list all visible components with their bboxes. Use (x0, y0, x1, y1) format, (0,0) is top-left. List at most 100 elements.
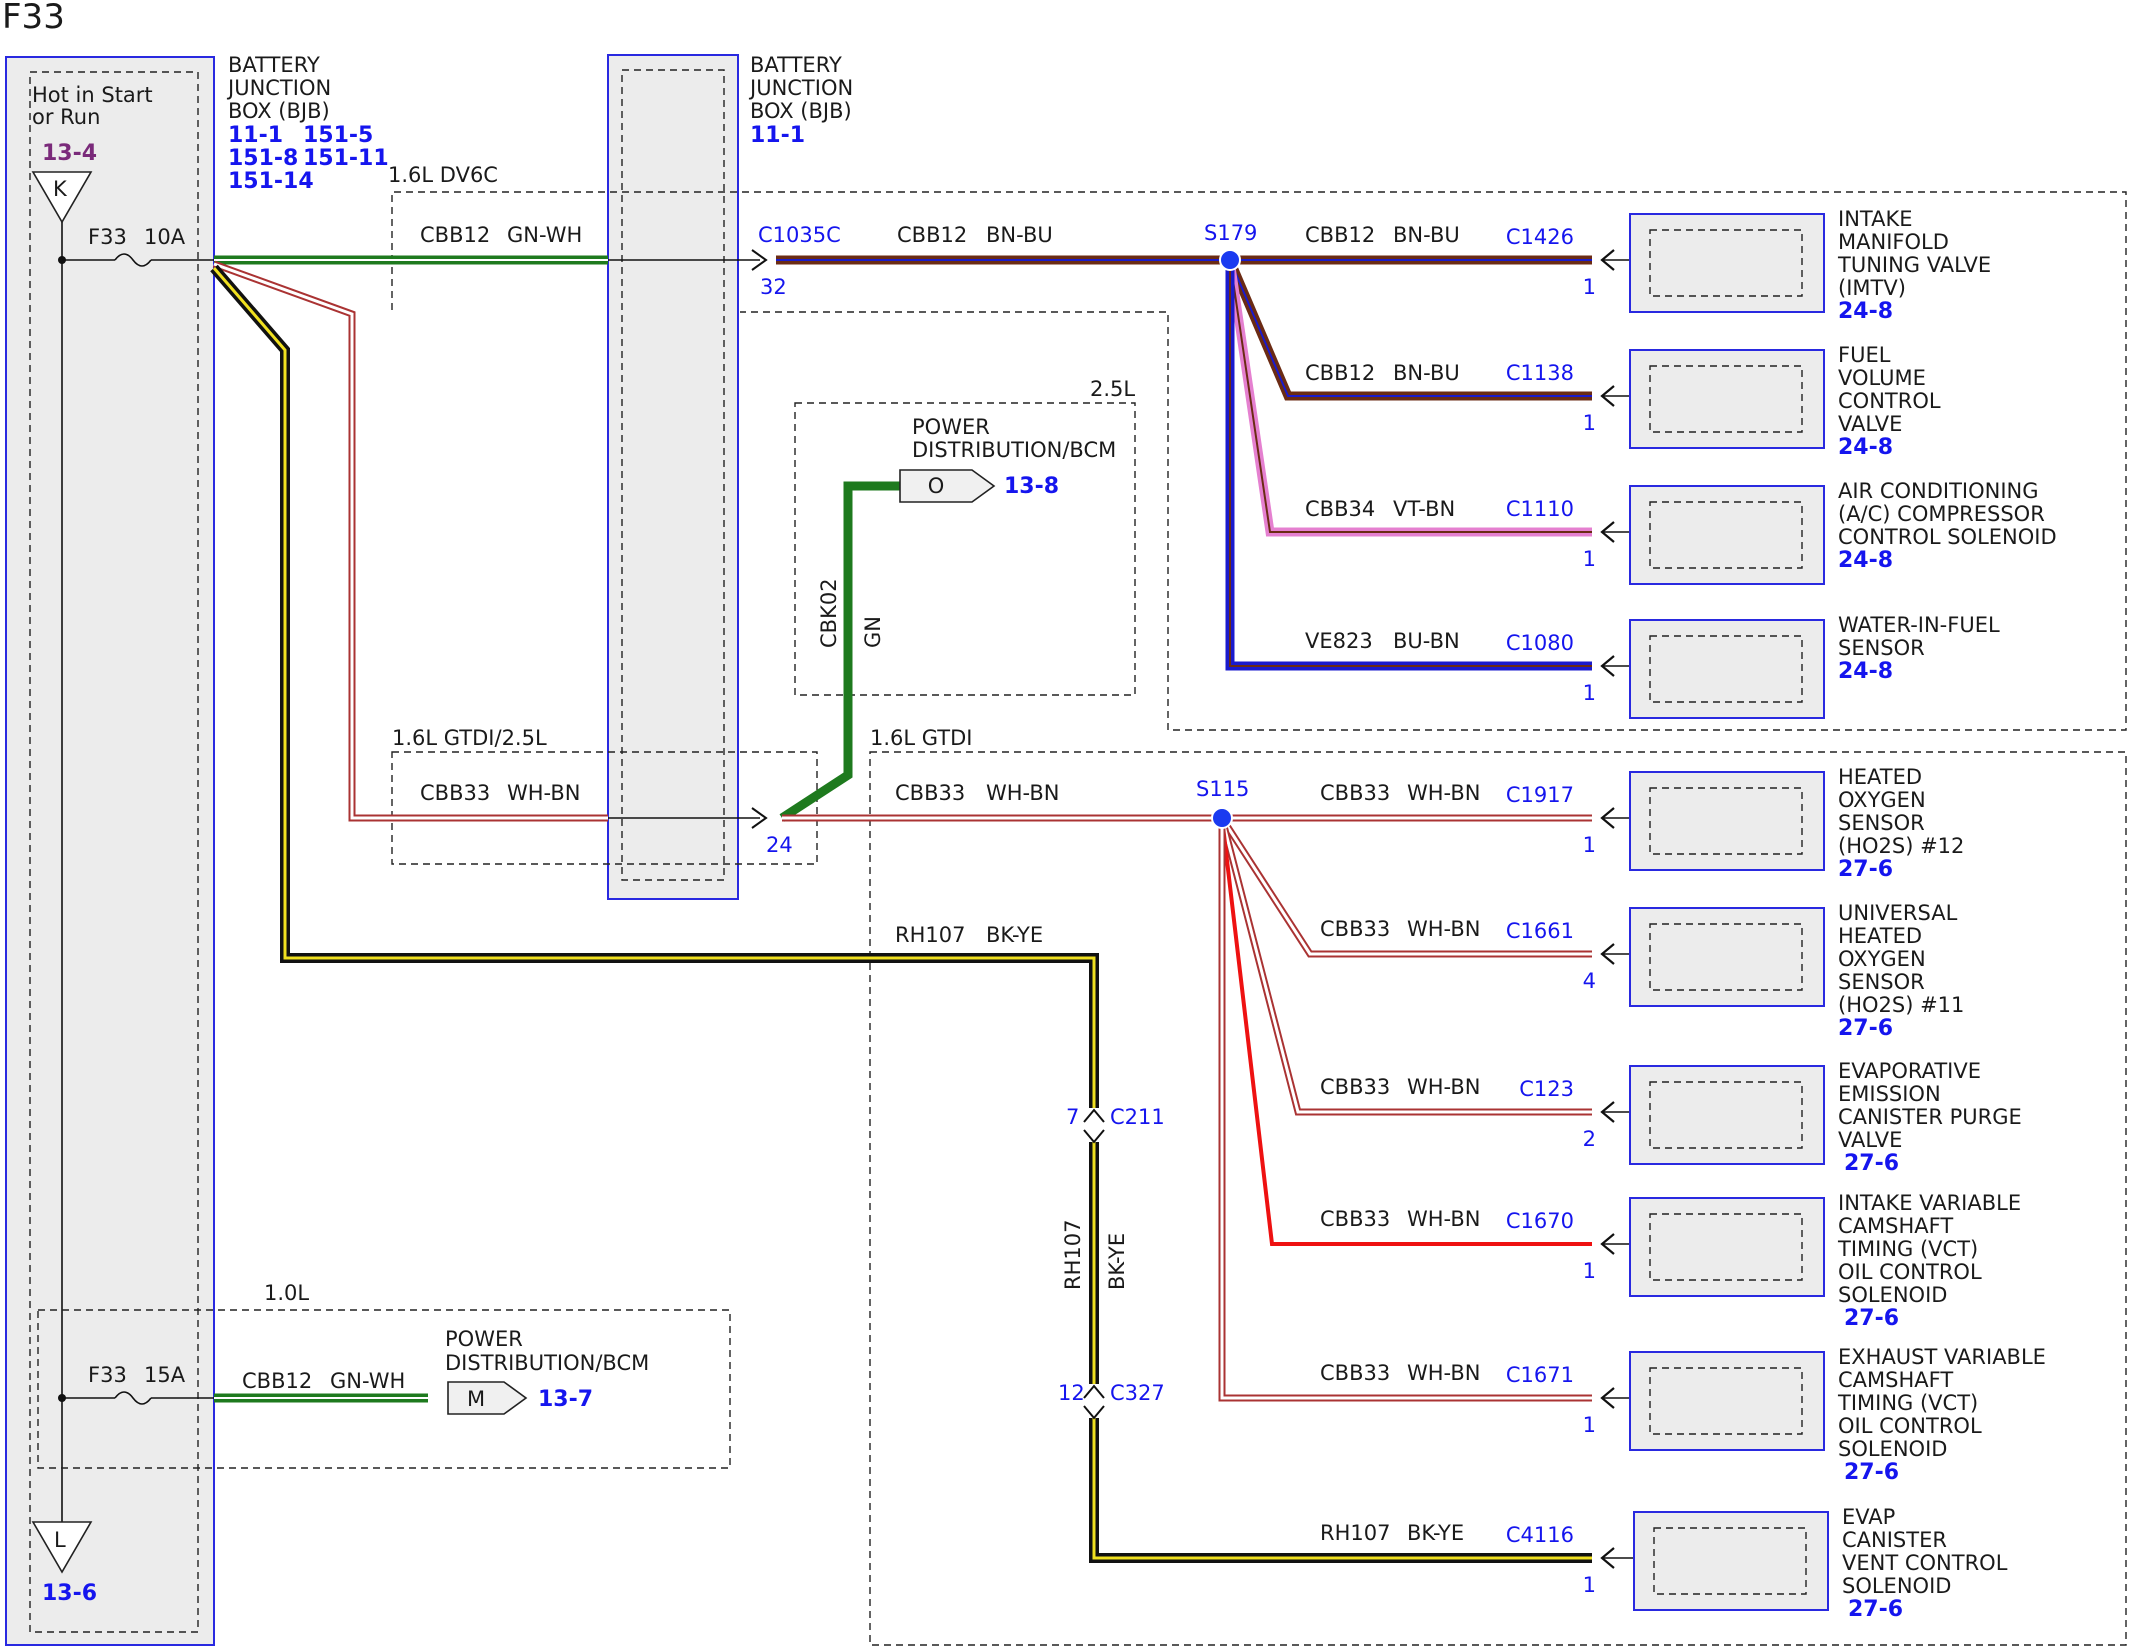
component-connector-id[interactable]: C1670 (1506, 1209, 1574, 1233)
bjb-ref-151-14[interactable]: 151-14 (228, 169, 314, 194)
component-connector-id[interactable]: C1080 (1506, 631, 1574, 655)
bjb-ref-151-8[interactable]: 151-8 (228, 146, 298, 171)
component-ref[interactable]: 24-8 (1838, 435, 1893, 460)
c1035c-id[interactable]: C1035C (758, 223, 841, 247)
wires (210, 255, 1592, 1563)
zone-gtdi-label: 1.6L GTDI (870, 726, 973, 750)
component-connector-id[interactable]: C1426 (1506, 225, 1574, 249)
zone-10-label: 1.0L (264, 1281, 309, 1305)
svg-text:CBB33: CBB33 (895, 781, 965, 805)
component-name-line: SOLENOID (1838, 1437, 1947, 1461)
component-name-line: SENSOR (1838, 636, 1925, 660)
component-ref[interactable]: 24-8 (1838, 659, 1893, 684)
pdbcm-upper-ref[interactable]: 13-8 (1004, 474, 1059, 499)
component-name-line: CONTROL (1838, 389, 1941, 413)
component-pin: 4 (1583, 969, 1596, 993)
component-name-line: MANIFOLD (1838, 230, 1949, 254)
bjb-ref-151-11[interactable]: 151-11 (303, 146, 389, 171)
fuse-box-label-1: Hot in Start (32, 83, 153, 107)
fuse-upper-rating: 10A (144, 225, 186, 249)
component-pin: 1 (1583, 1573, 1596, 1597)
svg-text:CBB12: CBB12 (420, 223, 490, 247)
svg-text:POWER: POWER (445, 1327, 523, 1351)
component-name-line: (IMTV) (1838, 276, 1906, 300)
component-c1661[interactable]: C16614UNIVERSALHEATEDOXYGENSENSOR(HO2S) … (1506, 901, 1965, 1041)
component-box (1633, 1511, 1829, 1611)
svg-text:POWER: POWER (912, 415, 990, 439)
svg-text:BN-BU: BN-BU (1393, 361, 1460, 385)
bjb-right-ref[interactable]: 11-1 (750, 123, 805, 148)
component-ref[interactable]: 27-6 (1838, 857, 1893, 882)
bjb-ref-151-5[interactable]: 151-5 (303, 123, 373, 148)
component-connector-id[interactable]: C1138 (1506, 361, 1574, 385)
svg-text:BK-YE: BK-YE (1407, 1521, 1464, 1545)
component-connector-id[interactable]: C1661 (1506, 919, 1574, 943)
c327-id[interactable]: C327 (1110, 1381, 1165, 1405)
component-name-line: VALVE (1838, 412, 1902, 436)
svg-text:BN-BU: BN-BU (1393, 223, 1460, 247)
component-ref[interactable]: 27-6 (1844, 1306, 1899, 1331)
fuse-box-ref-bottom[interactable]: 13-6 (42, 1581, 97, 1606)
component-ref[interactable]: 27-6 (1838, 1016, 1893, 1041)
component-name-line: OXYGEN (1838, 947, 1926, 971)
fuse-box: Hot in Start or Run 13-4 K F33 10A F33 1… (5, 56, 215, 1646)
component-pin: 1 (1583, 411, 1596, 435)
component-name-line: EXHAUST VARIABLE (1838, 1345, 2046, 1369)
svg-text:VE823: VE823 (1305, 629, 1373, 653)
component-connector-id[interactable]: C1671 (1506, 1363, 1574, 1387)
component-ref[interactable]: 27-6 (1848, 1597, 1903, 1622)
c211-id[interactable]: C211 (1110, 1105, 1165, 1129)
component-name-line: OIL CONTROL (1838, 1260, 1982, 1284)
zone-25-label: 2.5L (1090, 377, 1135, 401)
svg-text:WH-BN: WH-BN (507, 781, 581, 805)
component-connector-id[interactable]: C1110 (1506, 497, 1574, 521)
svg-text:BK-YE: BK-YE (1105, 1233, 1129, 1290)
svg-text:WH-BN: WH-BN (986, 781, 1060, 805)
component-name-line: INTAKE VARIABLE (1838, 1191, 2021, 1215)
component-pin: 1 (1583, 1259, 1596, 1283)
component-connector-id[interactable]: C1917 (1506, 783, 1574, 807)
pdbcm-lower-ref[interactable]: 13-7 (538, 1387, 593, 1412)
fuse-lower-icon (114, 1391, 152, 1405)
splice-s115-label: S115 (1196, 777, 1249, 801)
zone-25-box (794, 402, 1136, 696)
svg-text:DISTRIBUTION/BCM: DISTRIBUTION/BCM (912, 438, 1116, 462)
svg-text:WH-BN: WH-BN (1407, 1207, 1481, 1231)
component-box (1629, 349, 1825, 449)
component-box (1629, 1197, 1825, 1297)
bjb-ref-11-1[interactable]: 11-1 (228, 123, 283, 148)
zone-dv6c-label: 1.6L DV6C (388, 163, 498, 187)
component-ref[interactable]: 24-8 (1838, 299, 1893, 324)
c1035c-pin: 32 (760, 275, 787, 299)
svg-text:BATTERY: BATTERY (750, 53, 842, 77)
bjb-right: BATTERY JUNCTION BOX (BJB) 11-1 (607, 53, 853, 900)
fuse-box-ref-top[interactable]: 13-4 (42, 141, 97, 166)
component-ref[interactable]: 27-6 (1844, 1151, 1899, 1176)
component-ref[interactable]: 27-6 (1844, 1460, 1899, 1485)
component-name-line: VOLUME (1838, 366, 1926, 390)
component-connector-id[interactable]: C4116 (1506, 1523, 1574, 1547)
component-ref[interactable]: 24-8 (1838, 548, 1893, 573)
c24-pin: 24 (766, 833, 793, 857)
component-box (1629, 1351, 1825, 1451)
fuse-box-label-2: or Run (32, 105, 100, 129)
svg-text:VT-BN: VT-BN (1393, 497, 1455, 521)
zone-gtdi25-label: 1.6L GTDI/2.5L (392, 726, 547, 750)
svg-text:WH-BN: WH-BN (1407, 917, 1481, 941)
component-name-line: TIMING (VCT) (1837, 1237, 1978, 1261)
component-name-line: HEATED (1838, 924, 1922, 948)
component-name-line: SENSOR (1838, 811, 1925, 835)
svg-text:CBB33: CBB33 (1320, 781, 1390, 805)
component-name-line: TIMING (VCT) (1837, 1391, 1978, 1415)
bjb-left-label: BATTERY JUNCTION BOX (BJB) 11-1 151-5 15… (226, 53, 389, 194)
component-connector-id[interactable]: C123 (1519, 1077, 1574, 1101)
